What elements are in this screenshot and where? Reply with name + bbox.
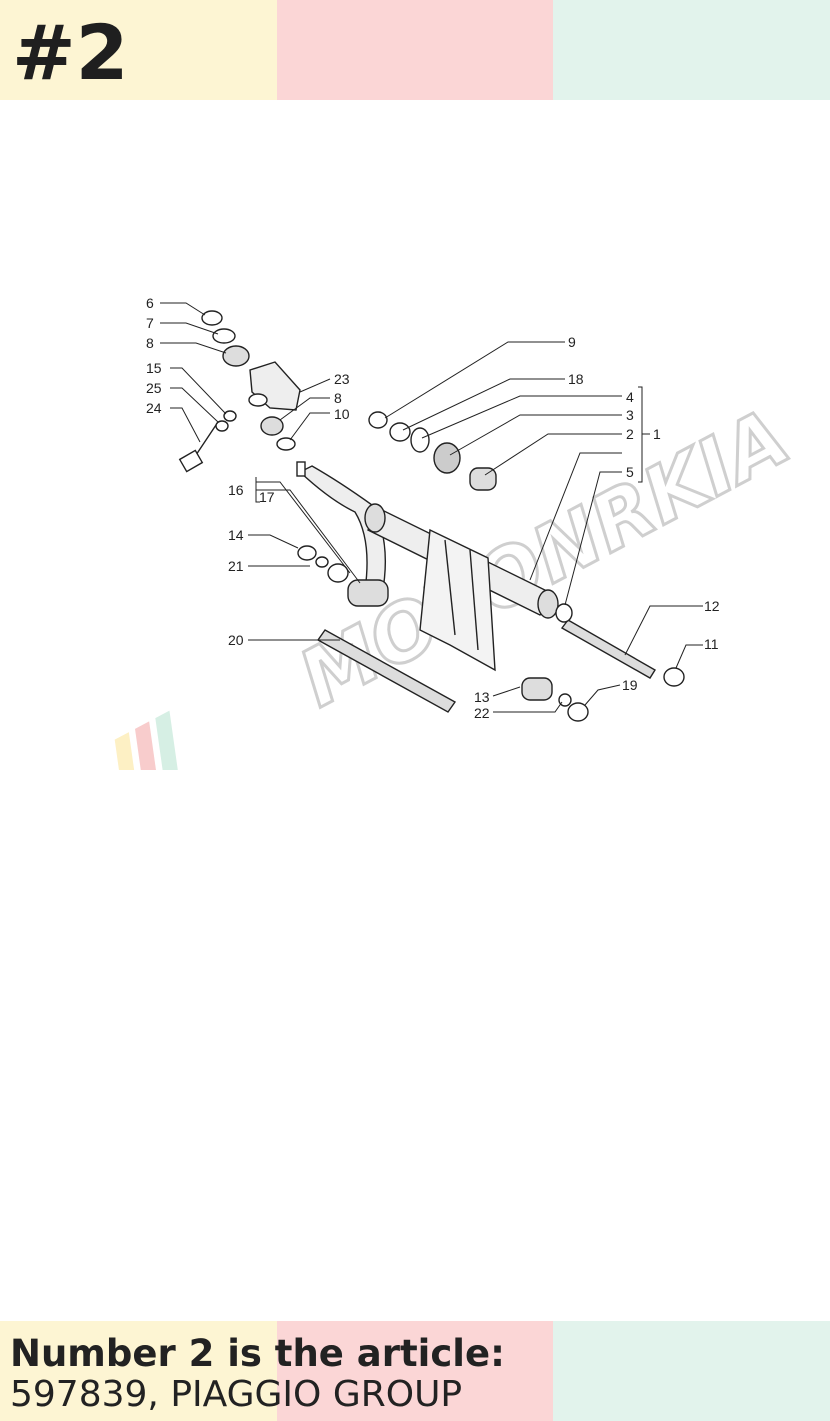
callout-label: 17	[259, 489, 275, 505]
callout-label: 20	[228, 632, 244, 648]
callout-label: 9	[568, 334, 576, 350]
callout-label: 19	[622, 677, 638, 693]
callout-labels: 6 7 8 15 25 24 23 8 10 9 18 4 3 2 1 5 16…	[146, 295, 720, 721]
callout-label: 13	[474, 689, 490, 705]
callout-label: 10	[334, 406, 350, 422]
leader-lines	[160, 302, 703, 713]
callout-label: 21	[228, 558, 244, 574]
callout-label: 3	[626, 407, 634, 423]
header-band	[0, 0, 830, 100]
callout-label: 24	[146, 400, 162, 416]
callout-label: 2	[626, 426, 634, 442]
footer-band-green	[553, 1321, 830, 1421]
callout-label: 8	[146, 335, 154, 351]
callout-label: 8	[334, 390, 342, 406]
callout-label: 25	[146, 380, 162, 396]
header-band-yellow	[0, 0, 277, 100]
callout-label: 5	[626, 464, 634, 480]
article-number: 597839, PIAGGIO GROUP	[10, 1374, 463, 1415]
callout-label: 16	[228, 482, 244, 498]
callout-label: 11	[704, 636, 719, 652]
callout-label: 15	[146, 360, 162, 376]
callout-label: 1	[653, 426, 661, 442]
footer-band-pink	[276, 1321, 554, 1421]
watermark-text: MOTONRKIA	[286, 393, 804, 725]
callout-label: 4	[626, 389, 634, 405]
article-caption: Number 2 is the article:	[10, 1332, 505, 1375]
callout-label: 23	[334, 371, 350, 387]
callout-label: 22	[474, 705, 490, 721]
footer-band	[0, 1321, 830, 1421]
exploded-parts-diagram: MOTONRKIA	[114, 295, 805, 770]
header-band-pink	[276, 0, 554, 100]
callout-label: 6	[146, 295, 154, 311]
footer-band-yellow	[0, 1321, 277, 1421]
callout-label: 18	[568, 371, 584, 387]
callout-label: 7	[146, 315, 154, 331]
callout-label: 12	[704, 598, 720, 614]
header-band-green	[553, 0, 830, 100]
item-number-badge: #2	[12, 8, 129, 97]
callout-label: 14	[228, 527, 244, 543]
parts-line-art	[178, 310, 685, 722]
